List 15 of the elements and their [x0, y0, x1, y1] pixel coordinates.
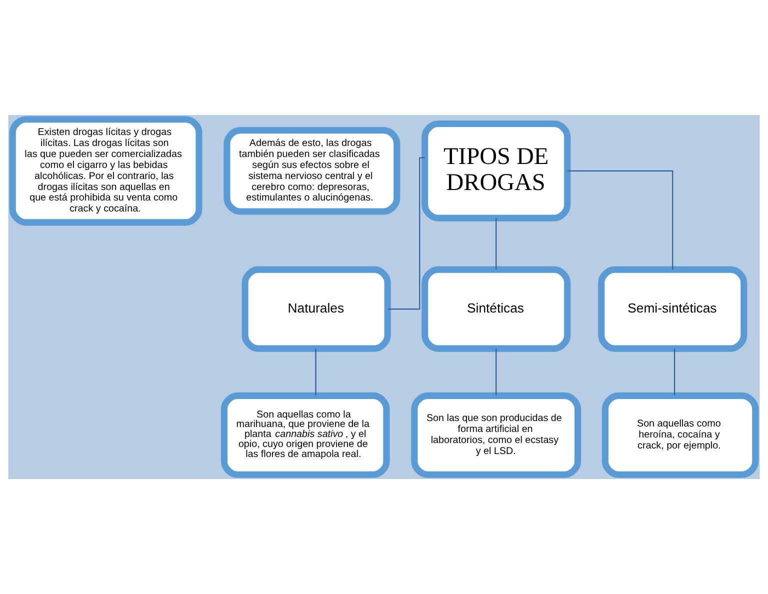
connector — [567, 170, 674, 270]
connector — [496, 218, 497, 270]
node-box: TIPOS DE DROGAS — [422, 120, 571, 222]
node-box: Naturales — [242, 266, 391, 352]
connector — [315, 348, 316, 396]
node-box: Son aquellas como heroína, cocaína y crack, por ejemplo. — [602, 392, 759, 478]
connector — [674, 348, 676, 396]
node-box: Son aquellas como la marihuana, que proviene de la planta cannabis sativo, y el opio, cuyo origen proviene de las flores de amapola real. — [220, 392, 390, 478]
node-box: Semi-sintéticas — [598, 266, 748, 352]
connector — [496, 348, 497, 396]
node-box: Sintéticas — [422, 266, 571, 352]
connector — [388, 157, 425, 310]
node-box: Existen drogas lícitas y drogas ilícitas. Las drogas lícitas son las que pueden ser comercializadas como el cigarro y las bebidas alcohólicas. Por el contrario, las drogas ilícitas son aquellas en que está prohibida su venta como crack y cocaína. — [9, 116, 202, 226]
node-box: Son las que son producidas de forma artificial en laboratorios, como el ecstasy y el LSD. — [411, 392, 582, 478]
node-box: Además de esto, las drogas también pueden ser clasificadas según sus efectos sobre el sistema nervioso central y el cerebro como: depresoras, estimulantes o alucinógenas. — [224, 127, 400, 215]
